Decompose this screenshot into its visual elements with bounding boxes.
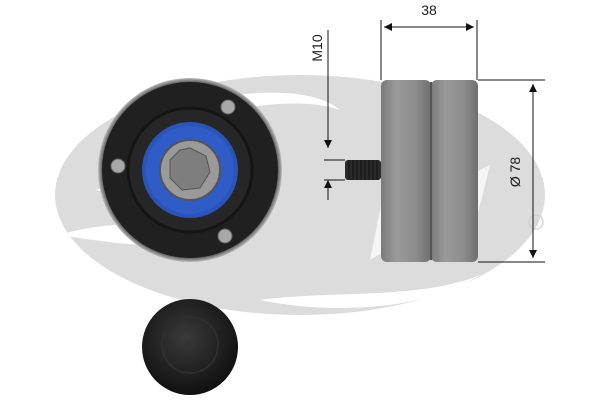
dimension-width: 38 bbox=[380, 2, 478, 80]
pulley-side-view bbox=[345, 80, 478, 262]
rivet bbox=[220, 99, 236, 115]
rivet bbox=[110, 158, 126, 174]
pulley-front-view bbox=[98, 78, 282, 262]
dimension-thread: M10 bbox=[309, 30, 345, 200]
dimension-diameter: Ø 78 bbox=[478, 79, 545, 263]
thread-label: M10 bbox=[309, 34, 325, 61]
rivet bbox=[217, 228, 233, 244]
thread-bolt bbox=[345, 160, 381, 180]
dust-cap bbox=[142, 299, 238, 395]
width-label: 38 bbox=[421, 2, 437, 18]
diameter-label: Ø 78 bbox=[507, 157, 523, 188]
